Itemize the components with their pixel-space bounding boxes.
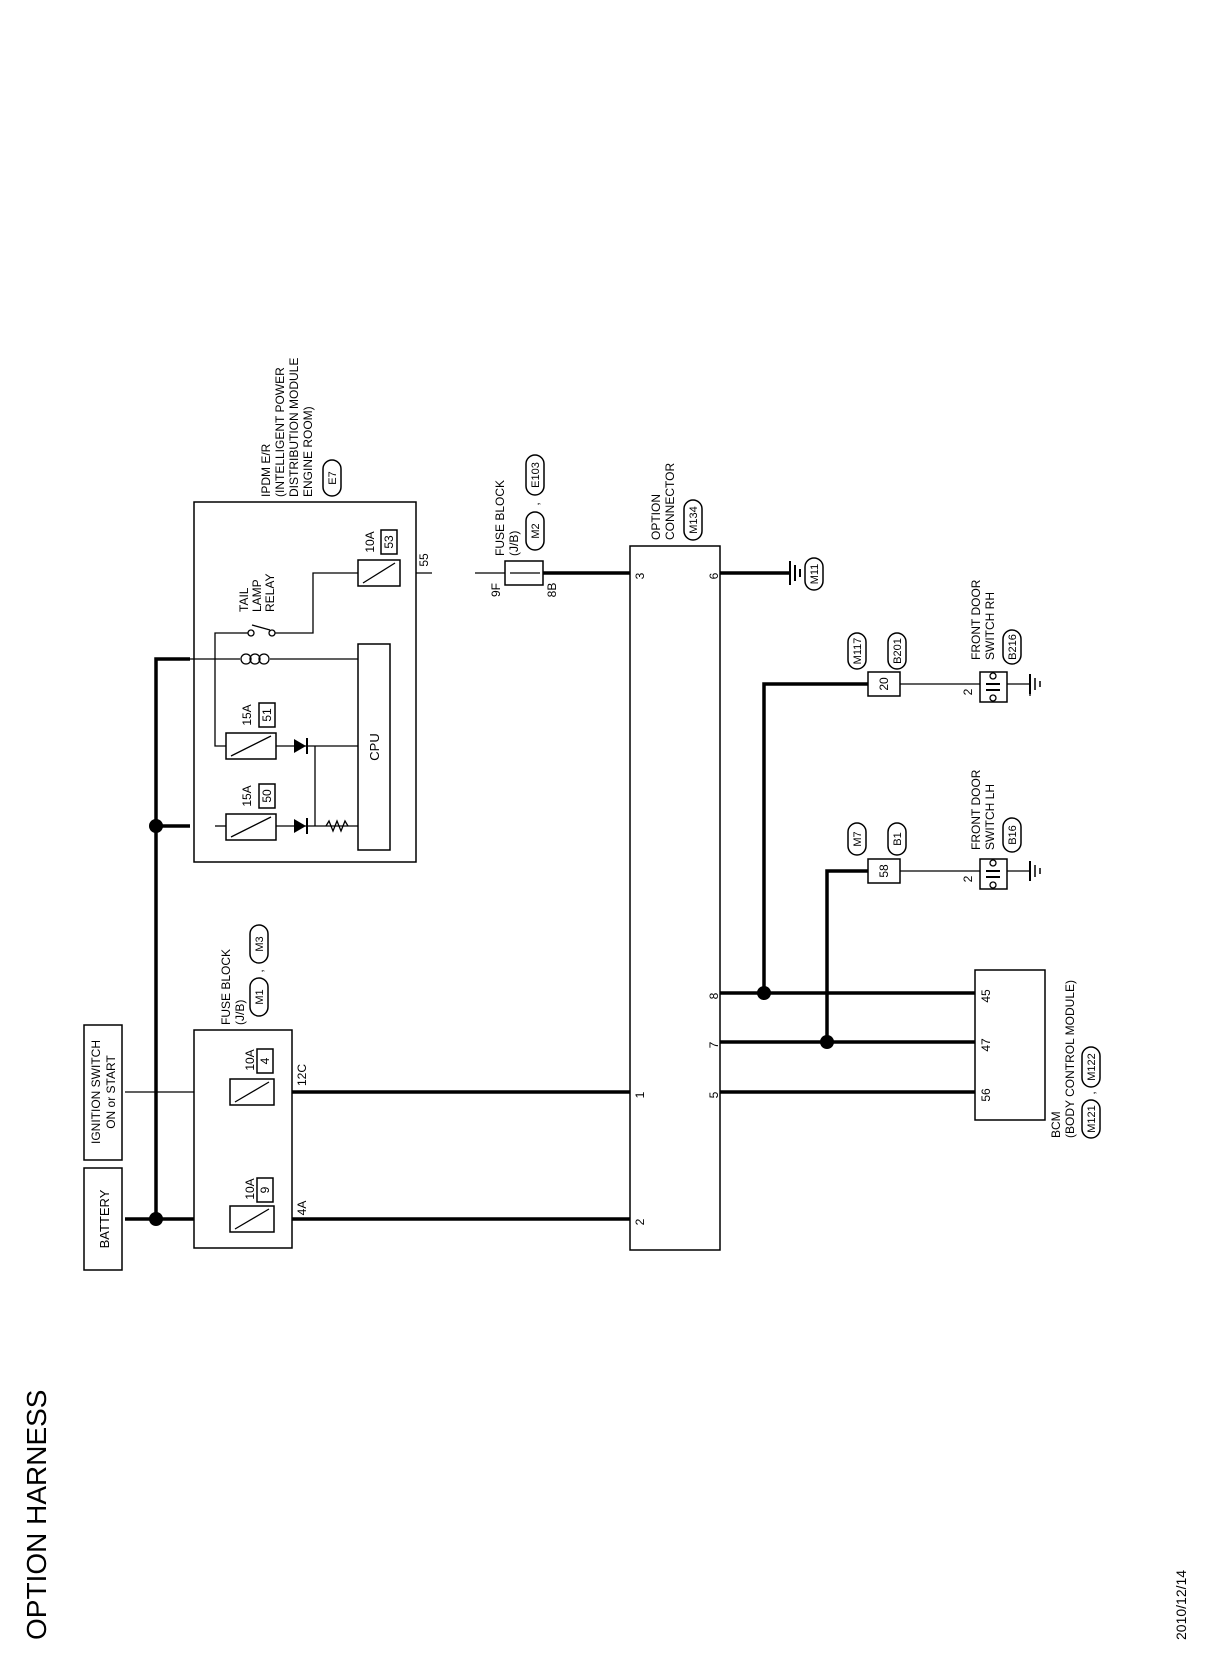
fuse-block-mid: 9F 8B FUSE BLOCK (J/B) M2 , E103 <box>489 454 559 598</box>
ipdm-title-3: DISTRIBUTION MODULE <box>287 358 301 497</box>
fuse-block-mid-conn-b: E103 <box>530 462 542 488</box>
switch-rh-title: FRONT DOOR <box>969 579 983 660</box>
fuse-left-b-amp: 10A <box>243 1049 257 1070</box>
option-conn-title: OPTION <box>649 494 663 540</box>
ipdm-fuse-b-amp: 15A <box>240 704 254 725</box>
ipdm-fuse-a-num: 50 <box>260 789 274 803</box>
fuse-block-mid-conn-a: M2 <box>530 523 542 538</box>
ignition-sublabel: ON or START <box>104 1055 118 1129</box>
ground-m11-conn: M11 <box>809 564 821 585</box>
bcm-title: BCM <box>1049 1111 1063 1138</box>
relay-label-3: RELAY <box>263 574 277 612</box>
ipdm-module: 15A 50 15A 51 CPU TAIL <box>190 501 431 863</box>
ignition-label: IGNITION SWITCH <box>89 1040 103 1144</box>
battery-box: BATTERY <box>83 1167 123 1271</box>
option-connector: 3 2 1 6 8 7 5 OPTION CONNECTOR M134 <box>629 463 721 1251</box>
battery-label: BATTERY <box>97 1189 112 1248</box>
bcm-sep: , <box>1084 1091 1098 1094</box>
option-pin-2: 2 <box>633 1218 647 1225</box>
ipdm-fuse-c-num: 53 <box>382 535 396 549</box>
fuse-left-a-amp: 10A <box>243 1178 257 1199</box>
ipdm-fuse-a-amp: 15A <box>240 785 254 806</box>
fuse-left-b-num: 4 <box>258 1057 272 1064</box>
option-pin-3: 3 <box>633 572 647 579</box>
ipdm-pin-55: 55 <box>417 553 431 567</box>
joint-lh: 58 M7 B1 <box>847 822 907 884</box>
bcm-pin-45: 45 <box>979 989 993 1003</box>
wires-main <box>125 571 975 1221</box>
joint-lh-conn-b: B1 <box>892 832 904 845</box>
ipdm-fuse-c-amp: 10A <box>363 531 377 552</box>
option-pin-1: 1 <box>633 1091 647 1098</box>
joint-rh-conn-a: M117 <box>852 638 864 665</box>
fuse-block-mid-jb: (J/B) <box>507 531 521 556</box>
ignition-switch-box: IGNITION SWITCH ON or START <box>83 1024 123 1161</box>
joint-lh-conn-a: M7 <box>852 831 864 846</box>
switch-lh-title-2: SWITCH LH <box>983 784 997 850</box>
joint-rh-num: 20 <box>877 677 891 691</box>
fuse-mid-pin-out: 8B <box>545 583 559 598</box>
bcm-module: 45 47 56 BCM (BODY CONTROL MODULE) M121 … <box>974 969 1101 1139</box>
bcm-pin-56: 56 <box>979 1088 993 1102</box>
switch-lh-title: FRONT DOOR <box>969 769 983 850</box>
ground-m11: M11 <box>789 557 824 591</box>
ipdm-title-2: (INTELLIGENT POWER <box>273 367 287 497</box>
page-title: OPTION HARNESS <box>21 1390 52 1640</box>
fuse-block-left-jb: (J/B) <box>233 1000 247 1025</box>
fuse-block-left-conn-a: M1 <box>254 989 266 1004</box>
ipdm-conn: E7 <box>327 471 339 484</box>
fuse-left-a-pin: 4A <box>295 1201 309 1216</box>
bcm-conn-b: M122 <box>1086 1053 1098 1081</box>
door-switch-lh: 2 FRONT DOOR SWITCH LH B16 <box>961 769 1041 890</box>
option-conn-title-2: CONNECTOR <box>663 463 677 540</box>
relay-label-2: LAMP <box>250 579 264 612</box>
option-pin-7: 7 <box>707 1041 721 1048</box>
relay-label-1: TAIL <box>237 587 251 612</box>
fuse-block-mid-title: FUSE BLOCK <box>493 480 507 556</box>
ipdm-label: IPDM E/R (INTELLIGENT POWER DISTRIBUTION… <box>259 358 342 497</box>
switch-lh-conn: B16 <box>1007 825 1019 845</box>
joint-rh: 20 M117 B201 <box>847 632 907 697</box>
ipdm-fuse-b-num: 51 <box>260 708 274 722</box>
switch-lh-pin: 2 <box>961 875 975 882</box>
ipdm-title-4: ENGINE ROOM) <box>301 406 315 497</box>
fuse-block-left-title: FUSE BLOCK <box>219 949 233 1025</box>
option-pin-8: 8 <box>707 992 721 999</box>
fuse-block-left-label: FUSE BLOCK (J/B) M1 , M3 <box>219 924 269 1025</box>
option-conn-code: M134 <box>688 506 700 534</box>
switch-rh-title-2: SWITCH RH <box>983 592 997 660</box>
switch-rh-conn: B216 <box>1007 634 1019 660</box>
fuse-block-mid-sep: , <box>528 502 542 505</box>
option-pin-5: 5 <box>707 1091 721 1098</box>
junction-dots <box>149 819 834 1226</box>
fuse-mid-pin-in: 9F <box>489 583 503 597</box>
ipdm-title: IPDM E/R <box>259 443 273 497</box>
fuse-left-a-num: 9 <box>258 1186 272 1193</box>
door-switch-rh: 2 FRONT DOOR SWITCH RH B216 <box>961 579 1041 703</box>
bcm-conn-a: M121 <box>1086 1105 1098 1133</box>
switch-rh-pin: 2 <box>961 688 975 695</box>
cpu-label: CPU <box>367 733 382 760</box>
option-pin-6: 6 <box>707 572 721 579</box>
fuse-left-b-pin: 12C <box>295 1064 309 1086</box>
fuse-block-left-conn-b: M3 <box>254 936 266 951</box>
bcm-title-2: (BODY CONTROL MODULE) <box>1063 980 1077 1138</box>
bcm-pin-47: 47 <box>979 1038 993 1052</box>
fuse-block-left: 10A 9 4A 10A 4 12C <box>193 1029 309 1249</box>
page-date: 2010/12/14 <box>1173 1570 1189 1640</box>
joint-rh-conn-b: B201 <box>892 638 904 664</box>
joint-lh-num: 58 <box>877 864 891 878</box>
fuse-block-left-sep: , <box>252 969 266 972</box>
